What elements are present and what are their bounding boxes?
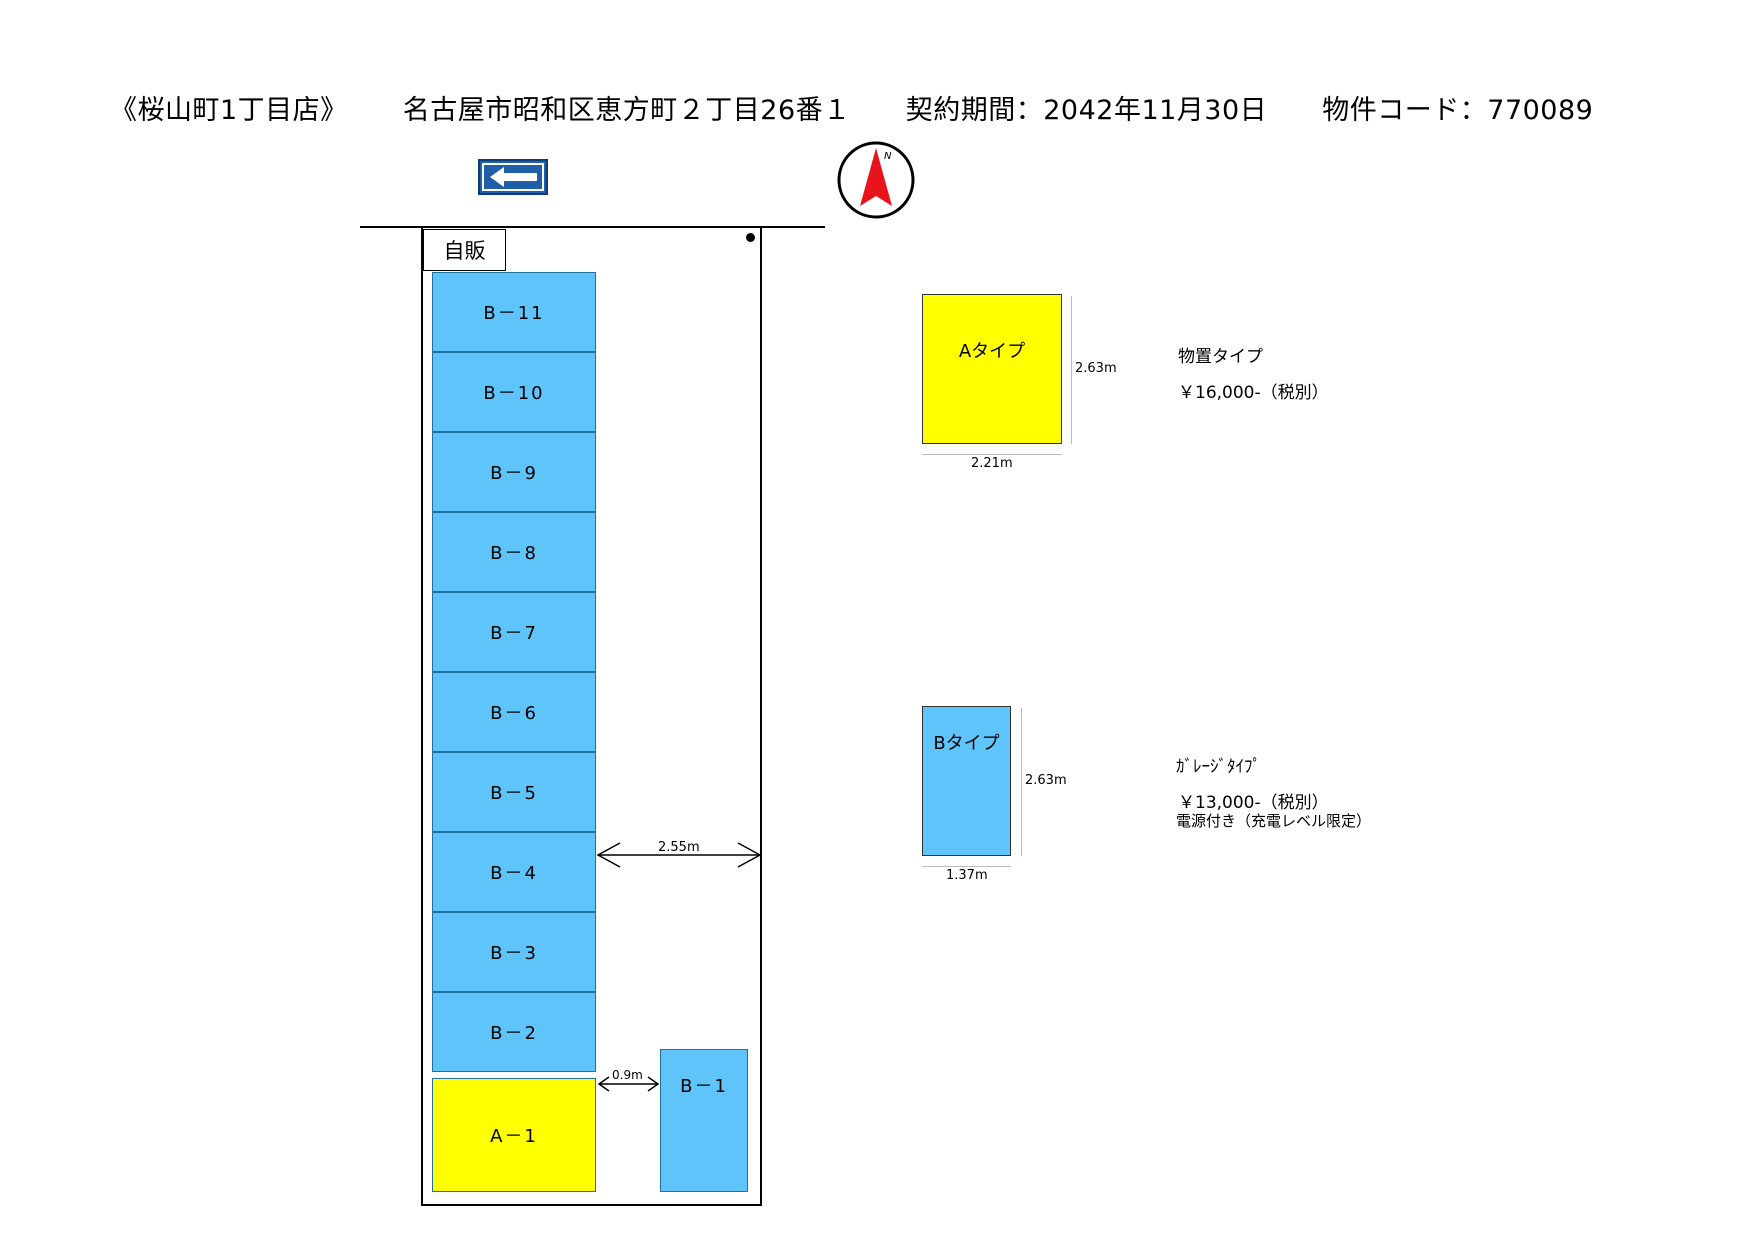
page-title: 《桜山町1丁目店》 名古屋市昭和区恵方町２丁目26番１ 契約期間：2042年11… <box>110 88 1593 127</box>
unit-b6[interactable]: B－6 <box>432 672 596 752</box>
property-code: 物件コード：770089 <box>1322 95 1594 126</box>
legend-a-height-line <box>1071 296 1072 444</box>
unit-b4[interactable]: B－4 <box>432 832 596 912</box>
vending-machine: 自販 <box>423 229 506 271</box>
address: 名古屋市昭和区恵方町２丁目26番１ <box>402 95 851 126</box>
unit-b1[interactable]: B－1 <box>660 1049 748 1192</box>
unit-b2[interactable]: B－2 <box>432 992 596 1072</box>
left-arrow-icon <box>478 159 548 195</box>
marker-dot <box>746 233 755 242</box>
legend-b-note: 電源付き（充電レベル限定） <box>1176 812 1372 830</box>
legend-a-type-name: 物置タイプ <box>1178 347 1263 367</box>
legend-b-price: ￥13,000-（税別） <box>1178 793 1329 813</box>
gap-dimension-arrow <box>597 1076 660 1092</box>
legend-b-height-line <box>1021 708 1022 856</box>
unit-b5[interactable]: B－5 <box>432 752 596 832</box>
north-compass-icon: N <box>837 141 915 219</box>
lot-boundary <box>421 228 762 1206</box>
legend-a-swatch: Aタイプ <box>922 294 1062 444</box>
legend-a-height: 2.63m <box>1075 361 1117 376</box>
legend-b-type-name: ｶﾞﾚｰｼﾞﾀｲﾌﾟ <box>1176 757 1261 777</box>
legend-b-height: 2.63m <box>1025 773 1067 788</box>
road-line <box>360 226 825 228</box>
unit-b3[interactable]: B－3 <box>432 912 596 992</box>
compass-letter: N <box>884 151 892 162</box>
legend-a-width: 2.21m <box>971 456 1013 471</box>
unit-a1[interactable]: A－1 <box>432 1078 596 1192</box>
legend-a-price: ￥16,000-（税別） <box>1178 383 1329 403</box>
unit-b9[interactable]: B－9 <box>432 432 596 512</box>
unit-b7[interactable]: B－7 <box>432 592 596 672</box>
store-name: 《桜山町1丁目店》 <box>110 95 348 126</box>
unit-b8[interactable]: B－8 <box>432 512 596 592</box>
contract-period: 契約期間：2042年11月30日 <box>905 95 1268 126</box>
legend-b-width-line <box>922 866 1011 867</box>
unit-b10[interactable]: B－10 <box>432 352 596 432</box>
legend-b-swatch: Bタイプ <box>922 706 1011 856</box>
legend-b-width: 1.37m <box>946 868 988 883</box>
aisle-width-label: 2.55m <box>658 840 700 855</box>
legend-a-width-line <box>922 454 1062 455</box>
aisle-dimension-arrow <box>596 842 762 868</box>
unit-b11[interactable]: B－11 <box>432 272 596 352</box>
gap-label: 0.9m <box>612 1068 643 1082</box>
